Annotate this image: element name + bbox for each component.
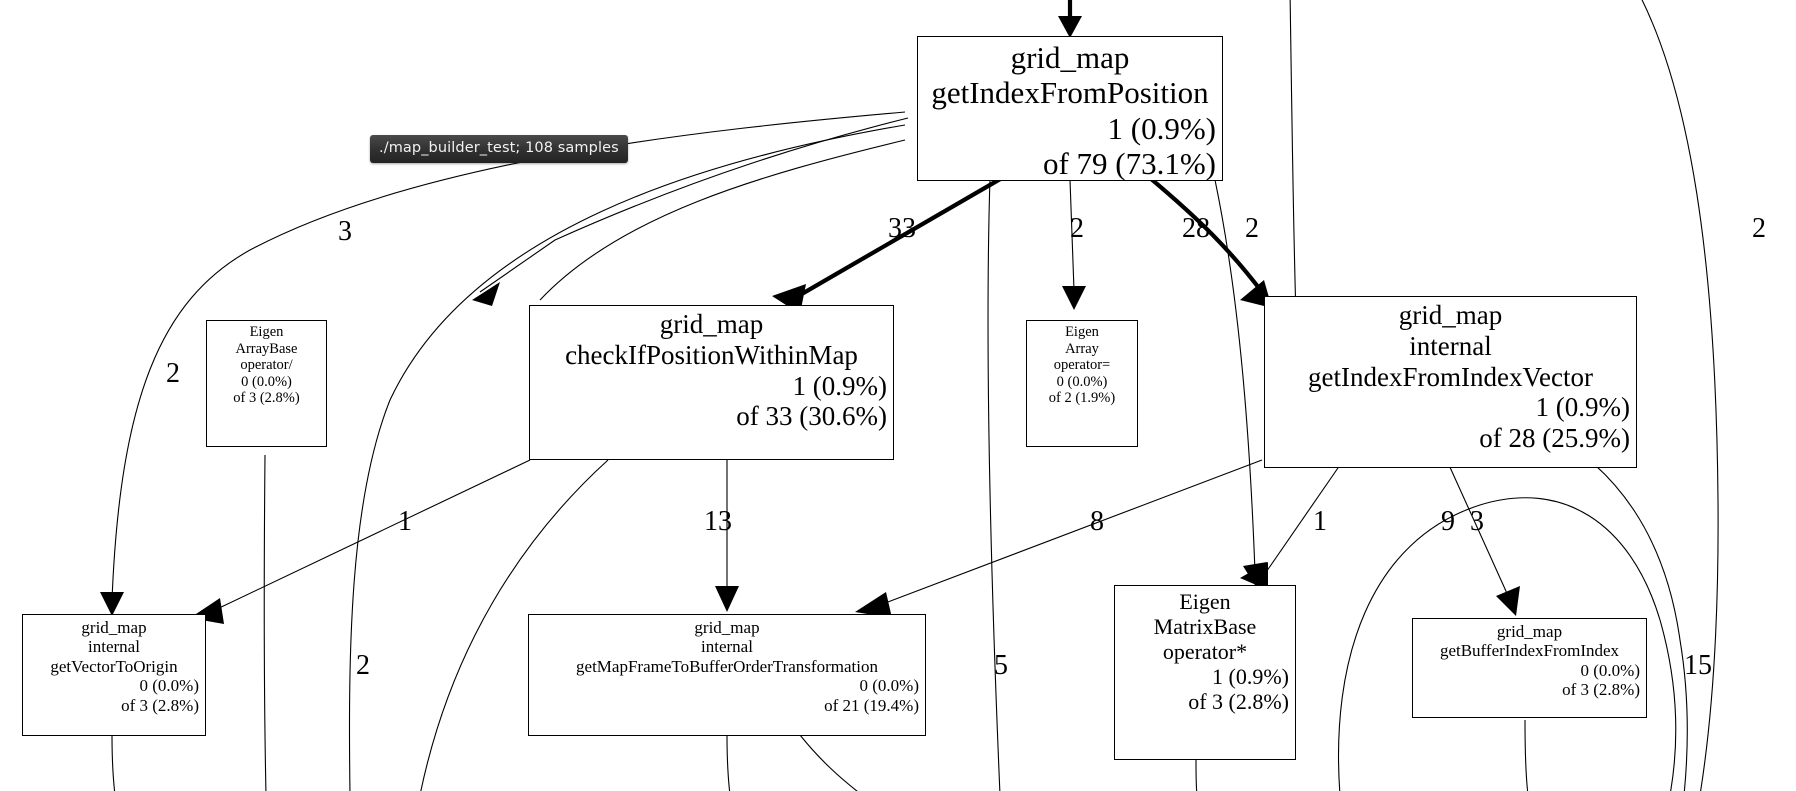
- node-line-self: 1 (0.9%): [1535, 392, 1630, 423]
- node-line-function: getBufferIndexFromIndex: [1439, 641, 1620, 661]
- node-line-function: getVectorToOrigin: [50, 656, 178, 676]
- edge-label-8-getmapframe: 8: [1090, 506, 1104, 537]
- edge-indexvector-to-bufferindex: [1448, 464, 1520, 616]
- node-getVectorToOrigin[interactable]: grid_map internal getVectorToOrigin 0 (0…: [22, 614, 206, 736]
- edge-incoming-root: [1058, 0, 1082, 38]
- edge-check-to-getmapframe: [715, 460, 739, 612]
- edge-arc-to-bufferindex-9: [1337, 497, 1677, 791]
- edge-label-2-left: 2: [166, 358, 180, 389]
- edge-descender-bufferindex: [1524, 719, 1529, 791]
- edge-root-to-eigenarray-assign: [1062, 179, 1086, 310]
- edge-root-to-check-secondary: [539, 139, 906, 301]
- node-line-self: 0 (0.0%): [859, 676, 919, 696]
- cluster-tooltip-label: ./map_builder_test; 108 samples: [370, 135, 628, 163]
- edge-root-to-getvectortoorigin-left: [100, 111, 906, 616]
- edge-descender-getmapframe: [726, 734, 731, 791]
- edge-label-2-far-right: 2: [1752, 213, 1766, 244]
- node-line-total: of 33 (30.6%): [736, 401, 887, 432]
- node-line-total: of 3 (2.8%): [121, 695, 199, 715]
- node-line-subnamespace: internal: [1409, 330, 1492, 361]
- edge-label-3-bufferindex: 3: [1470, 506, 1484, 537]
- edge-descender-arraybase: [263, 454, 267, 791]
- node-line-function: checkIfPositionWithinMap: [565, 339, 858, 370]
- node-line-function: operator*: [1162, 639, 1248, 665]
- node-getIndexFromPosition[interactable]: grid_map getIndexFromPosition 1 (0.9%) o…: [917, 36, 1223, 181]
- node-eigen-arraybase-operator-div[interactable]: Eigen ArrayBase operator/ 0 (0.0%) of 3 …: [206, 320, 327, 447]
- edge-label-2-lower-left: 2: [356, 650, 370, 681]
- node-line-total: of 28 (25.9%): [1479, 423, 1630, 454]
- edge-label-5-vertical: 5: [994, 650, 1008, 681]
- edge-indexvector-to-matrixbase: [1240, 464, 1341, 590]
- node-line-function: getMapFrameToBufferOrderTransformation: [576, 656, 878, 676]
- node-line-self: 1 (0.9%): [1212, 664, 1289, 690]
- edge-root-to-arraybase: [472, 117, 909, 306]
- node-checkIfPositionWithinMap[interactable]: grid_map checkIfPositionWithinMap 1 (0.9…: [529, 305, 894, 460]
- node-line-self: 0 (0.0%): [1580, 660, 1640, 680]
- edge-descender-matrixbase: [1195, 759, 1198, 791]
- node-line-class: MatrixBase: [1153, 614, 1257, 640]
- edge-label-3-arraybase: 3: [338, 216, 352, 247]
- node-line-class: ArrayBase: [235, 340, 298, 357]
- node-line-function: operator/: [240, 357, 293, 374]
- edge-indexvector-to-getmapframe: [855, 459, 1263, 618]
- node-line-subnamespace: internal: [701, 637, 753, 657]
- node-line-namespace: grid_map: [1010, 40, 1130, 75]
- node-line-total: of 79 (73.1%): [1042, 145, 1216, 181]
- edge-long-right-outer: [1544, 429, 1688, 791]
- edge-label-13-getmapframe: 13: [704, 506, 732, 537]
- node-line-self: 1 (0.9%): [792, 370, 887, 401]
- edge-label-15-right: 15: [1684, 650, 1712, 681]
- node-line-function: operator=: [1053, 357, 1111, 374]
- node-getMapFrameToBufferOrderTransformation[interactable]: grid_map internal getMapFrameToBufferOrd…: [528, 614, 926, 736]
- node-getIndexFromIndexVector[interactable]: grid_map internal getIndexFromIndexVecto…: [1264, 296, 1637, 468]
- node-eigen-matrixbase-operator-mul[interactable]: Eigen MatrixBase operator* 1 (0.9%) of 3…: [1114, 585, 1296, 760]
- edge-descender-getvectortoorigin: [111, 734, 116, 791]
- node-line-class: Array: [1065, 340, 1099, 357]
- node-line-namespace: Eigen: [249, 324, 284, 340]
- edge-root-to-matrixbase-mul: [1214, 179, 1267, 590]
- edge-label-2-matrixbase: 2: [1245, 213, 1259, 244]
- node-line-total: of 3 (2.8%): [1562, 680, 1640, 700]
- node-line-function: getIndexFromPosition: [931, 75, 1209, 111]
- node-line-namespace: grid_map: [1398, 300, 1503, 330]
- node-line-namespace: grid_map: [81, 618, 147, 637]
- node-line-total: of 21 (19.4%): [824, 695, 919, 715]
- node-line-namespace: Eigen: [1065, 324, 1099, 340]
- node-line-namespace: grid_map: [694, 618, 760, 637]
- edge-label-2-arrayassign: 2: [1070, 213, 1084, 244]
- node-line-namespace: Eigen: [1179, 589, 1231, 614]
- edge-label-9-bufferindex: 9: [1441, 506, 1455, 537]
- edge-long-vertical-left: [348, 124, 906, 791]
- node-line-self: 0 (0.0%): [241, 373, 292, 390]
- edge-check-down-left-curve: [420, 459, 609, 791]
- edge-long-vertical-five: [987, 177, 1001, 791]
- edge-check-to-getvectortoorigin: [190, 459, 531, 624]
- edge-label-28-indexvector: 28: [1182, 213, 1210, 244]
- edge-root-to-checkifpositionwithinmap: [772, 176, 1004, 314]
- edge-far-right-descender: [1641, 0, 1719, 791]
- node-line-subnamespace: internal: [88, 637, 140, 657]
- node-line-namespace: grid_map: [659, 309, 764, 339]
- edge-descender-getmapframe-2: [799, 734, 858, 791]
- node-line-total: of 3 (2.8%): [233, 390, 300, 407]
- node-line-self: 1 (0.9%): [1107, 110, 1216, 146]
- node-getBufferIndexFromIndex[interactable]: grid_map getBufferIndexFromIndex 0 (0.0%…: [1412, 618, 1647, 718]
- node-line-self: 0 (0.0%): [1056, 373, 1108, 390]
- node-line-total: of 2 (1.9%): [1048, 390, 1116, 407]
- node-line-namespace: grid_map: [1496, 622, 1563, 641]
- node-line-self: 0 (0.0%): [139, 676, 199, 696]
- node-line-total: of 3 (2.8%): [1188, 689, 1289, 715]
- node-eigen-array-operator-assign[interactable]: Eigen Array operator= 0 (0.0%) of 2 (1.9…: [1026, 320, 1138, 447]
- edge-label-1-getvectortoorigin: 1: [398, 506, 412, 537]
- edge-label-33-check: 33: [888, 213, 916, 244]
- node-line-function: getIndexFromIndexVector: [1308, 361, 1593, 392]
- edge-label-1-matrixbase: 1: [1313, 506, 1327, 537]
